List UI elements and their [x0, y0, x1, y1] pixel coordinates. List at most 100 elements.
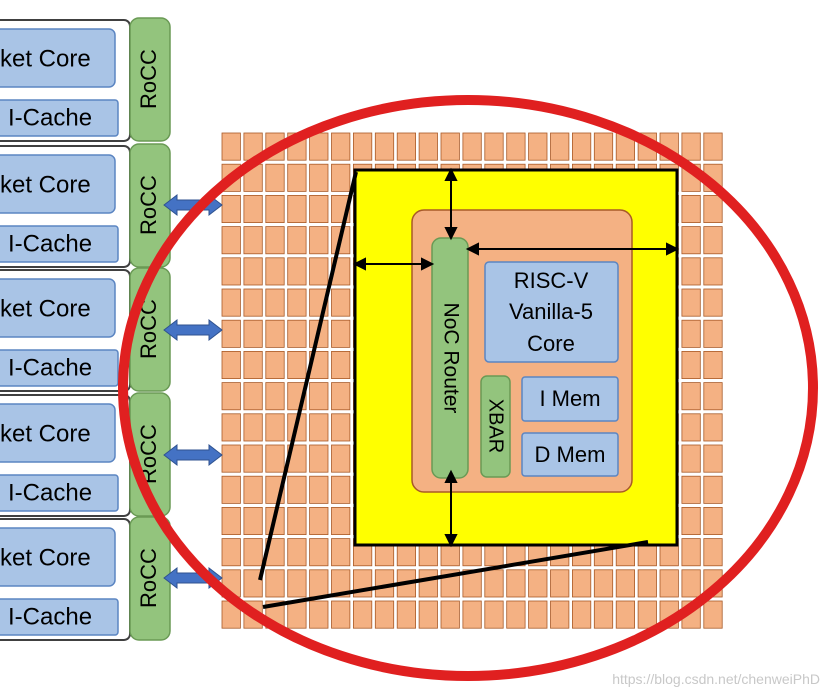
- mesh-tile: [309, 475, 329, 504]
- mesh-tile: [703, 413, 723, 442]
- mesh-tile: [243, 444, 263, 473]
- xbar-label: XBAR: [485, 399, 507, 453]
- mesh-tile: [681, 382, 701, 411]
- mesh-tile: [703, 226, 723, 255]
- mesh-tile: [331, 382, 351, 411]
- mesh-tile: [484, 132, 504, 161]
- mesh-tile: [352, 132, 373, 161]
- mesh-tile: [681, 257, 701, 286]
- mesh-tile: [331, 350, 351, 379]
- mesh-tile: [352, 600, 373, 629]
- mesh-tile: [681, 226, 701, 255]
- mesh-tile: [703, 288, 723, 317]
- mesh-tile: [506, 600, 526, 629]
- mesh-tile: [221, 319, 241, 348]
- mesh-tile: [462, 600, 482, 629]
- mesh-tile: [703, 257, 723, 286]
- mesh-tile: [637, 600, 657, 629]
- mesh-tile: [243, 538, 263, 567]
- mesh-tile: [550, 569, 570, 598]
- mesh-tile: [243, 194, 263, 223]
- mesh-tile: [265, 444, 285, 473]
- mesh-tile: [528, 569, 548, 598]
- mesh-tile: [331, 444, 351, 473]
- spacing-arrows: [352, 167, 680, 548]
- rocket-core-label: ket Core: [0, 544, 91, 571]
- mesh-tile: [287, 163, 307, 192]
- mesh-tile: [528, 600, 548, 629]
- mesh-tile: [265, 257, 285, 286]
- mesh-tile: [681, 569, 701, 598]
- mesh-tile: [681, 506, 701, 535]
- rocket-core-box: [0, 527, 116, 587]
- mesh-tile: [374, 132, 395, 161]
- cpu-core-label-line1: RISC-V: [514, 268, 589, 293]
- mesh-tile: [243, 382, 263, 411]
- mesh-tile: [593, 569, 614, 598]
- mesh-tile: [703, 600, 723, 629]
- imem-box: [521, 376, 619, 422]
- mesh-tile: [221, 475, 241, 504]
- mesh-tile: [418, 569, 438, 598]
- cpu-core-label-line2: Vanilla-5: [509, 299, 593, 324]
- mesh-tile: [331, 288, 351, 317]
- rocket-core-label: ket Core: [0, 171, 91, 198]
- mesh-tile: [265, 382, 285, 411]
- watermark-text: https://blog.csdn.net/chenweiPhD: [612, 671, 820, 687]
- mesh-tile: [265, 163, 285, 192]
- mesh-tile: [703, 475, 723, 504]
- rocc-label: RoCC: [136, 49, 161, 109]
- mesh-tile: [331, 163, 351, 192]
- icache-label: I-Cache: [8, 230, 92, 257]
- mesh-tile: [309, 382, 329, 411]
- mesh-tile: [243, 257, 263, 286]
- mesh-tile: [615, 569, 636, 598]
- rocc-label: RoCC: [136, 175, 161, 235]
- mesh-tile: [265, 194, 285, 223]
- mesh-tile: [309, 257, 329, 286]
- rocket-core-box: [0, 403, 116, 463]
- cpu-core-label-line3: Core: [527, 331, 575, 356]
- mesh-tile: [681, 350, 701, 379]
- mesh-tile: [528, 132, 548, 161]
- mesh-tile: [572, 132, 592, 161]
- mesh-tile: [287, 288, 307, 317]
- rocket-core-label: ket Core: [0, 45, 91, 72]
- mesh-tile: [440, 600, 460, 629]
- mesh-tile: [637, 569, 657, 598]
- icache-box: [0, 598, 119, 636]
- mesh-tile: [703, 132, 723, 161]
- icache-box: [0, 349, 119, 387]
- icache-label: I-Cache: [8, 603, 92, 630]
- rocket-core-box: [0, 278, 116, 338]
- mesh-tile: [331, 475, 351, 504]
- mesh-tile: [309, 600, 329, 629]
- mesh-tile: [703, 382, 723, 411]
- mesh-tile: [221, 257, 241, 286]
- zoom-line-left: [258, 171, 358, 581]
- rocket-core-box: [0, 154, 116, 214]
- mesh-tile: [593, 600, 614, 629]
- mesh-tile: [243, 319, 263, 348]
- icache-box: [0, 225, 119, 263]
- mesh-tile: [703, 506, 723, 535]
- mesh-tile: [243, 475, 263, 504]
- mesh-tile: [243, 569, 263, 598]
- mesh-tile: [331, 132, 351, 161]
- mesh-tile: [243, 350, 263, 379]
- icache-label: I-Cache: [8, 479, 92, 506]
- mesh-tile: [287, 475, 307, 504]
- mesh-tile: [221, 226, 241, 255]
- mesh-tile: [287, 350, 307, 379]
- mesh-tile: [681, 132, 701, 161]
- mesh-tile: [331, 569, 351, 598]
- noc-router-label: NoC Router: [439, 303, 462, 414]
- rocket-core-box: [0, 28, 116, 88]
- mesh-tile: [221, 132, 241, 161]
- mesh-tile: [309, 538, 329, 567]
- mesh-tile: [221, 444, 241, 473]
